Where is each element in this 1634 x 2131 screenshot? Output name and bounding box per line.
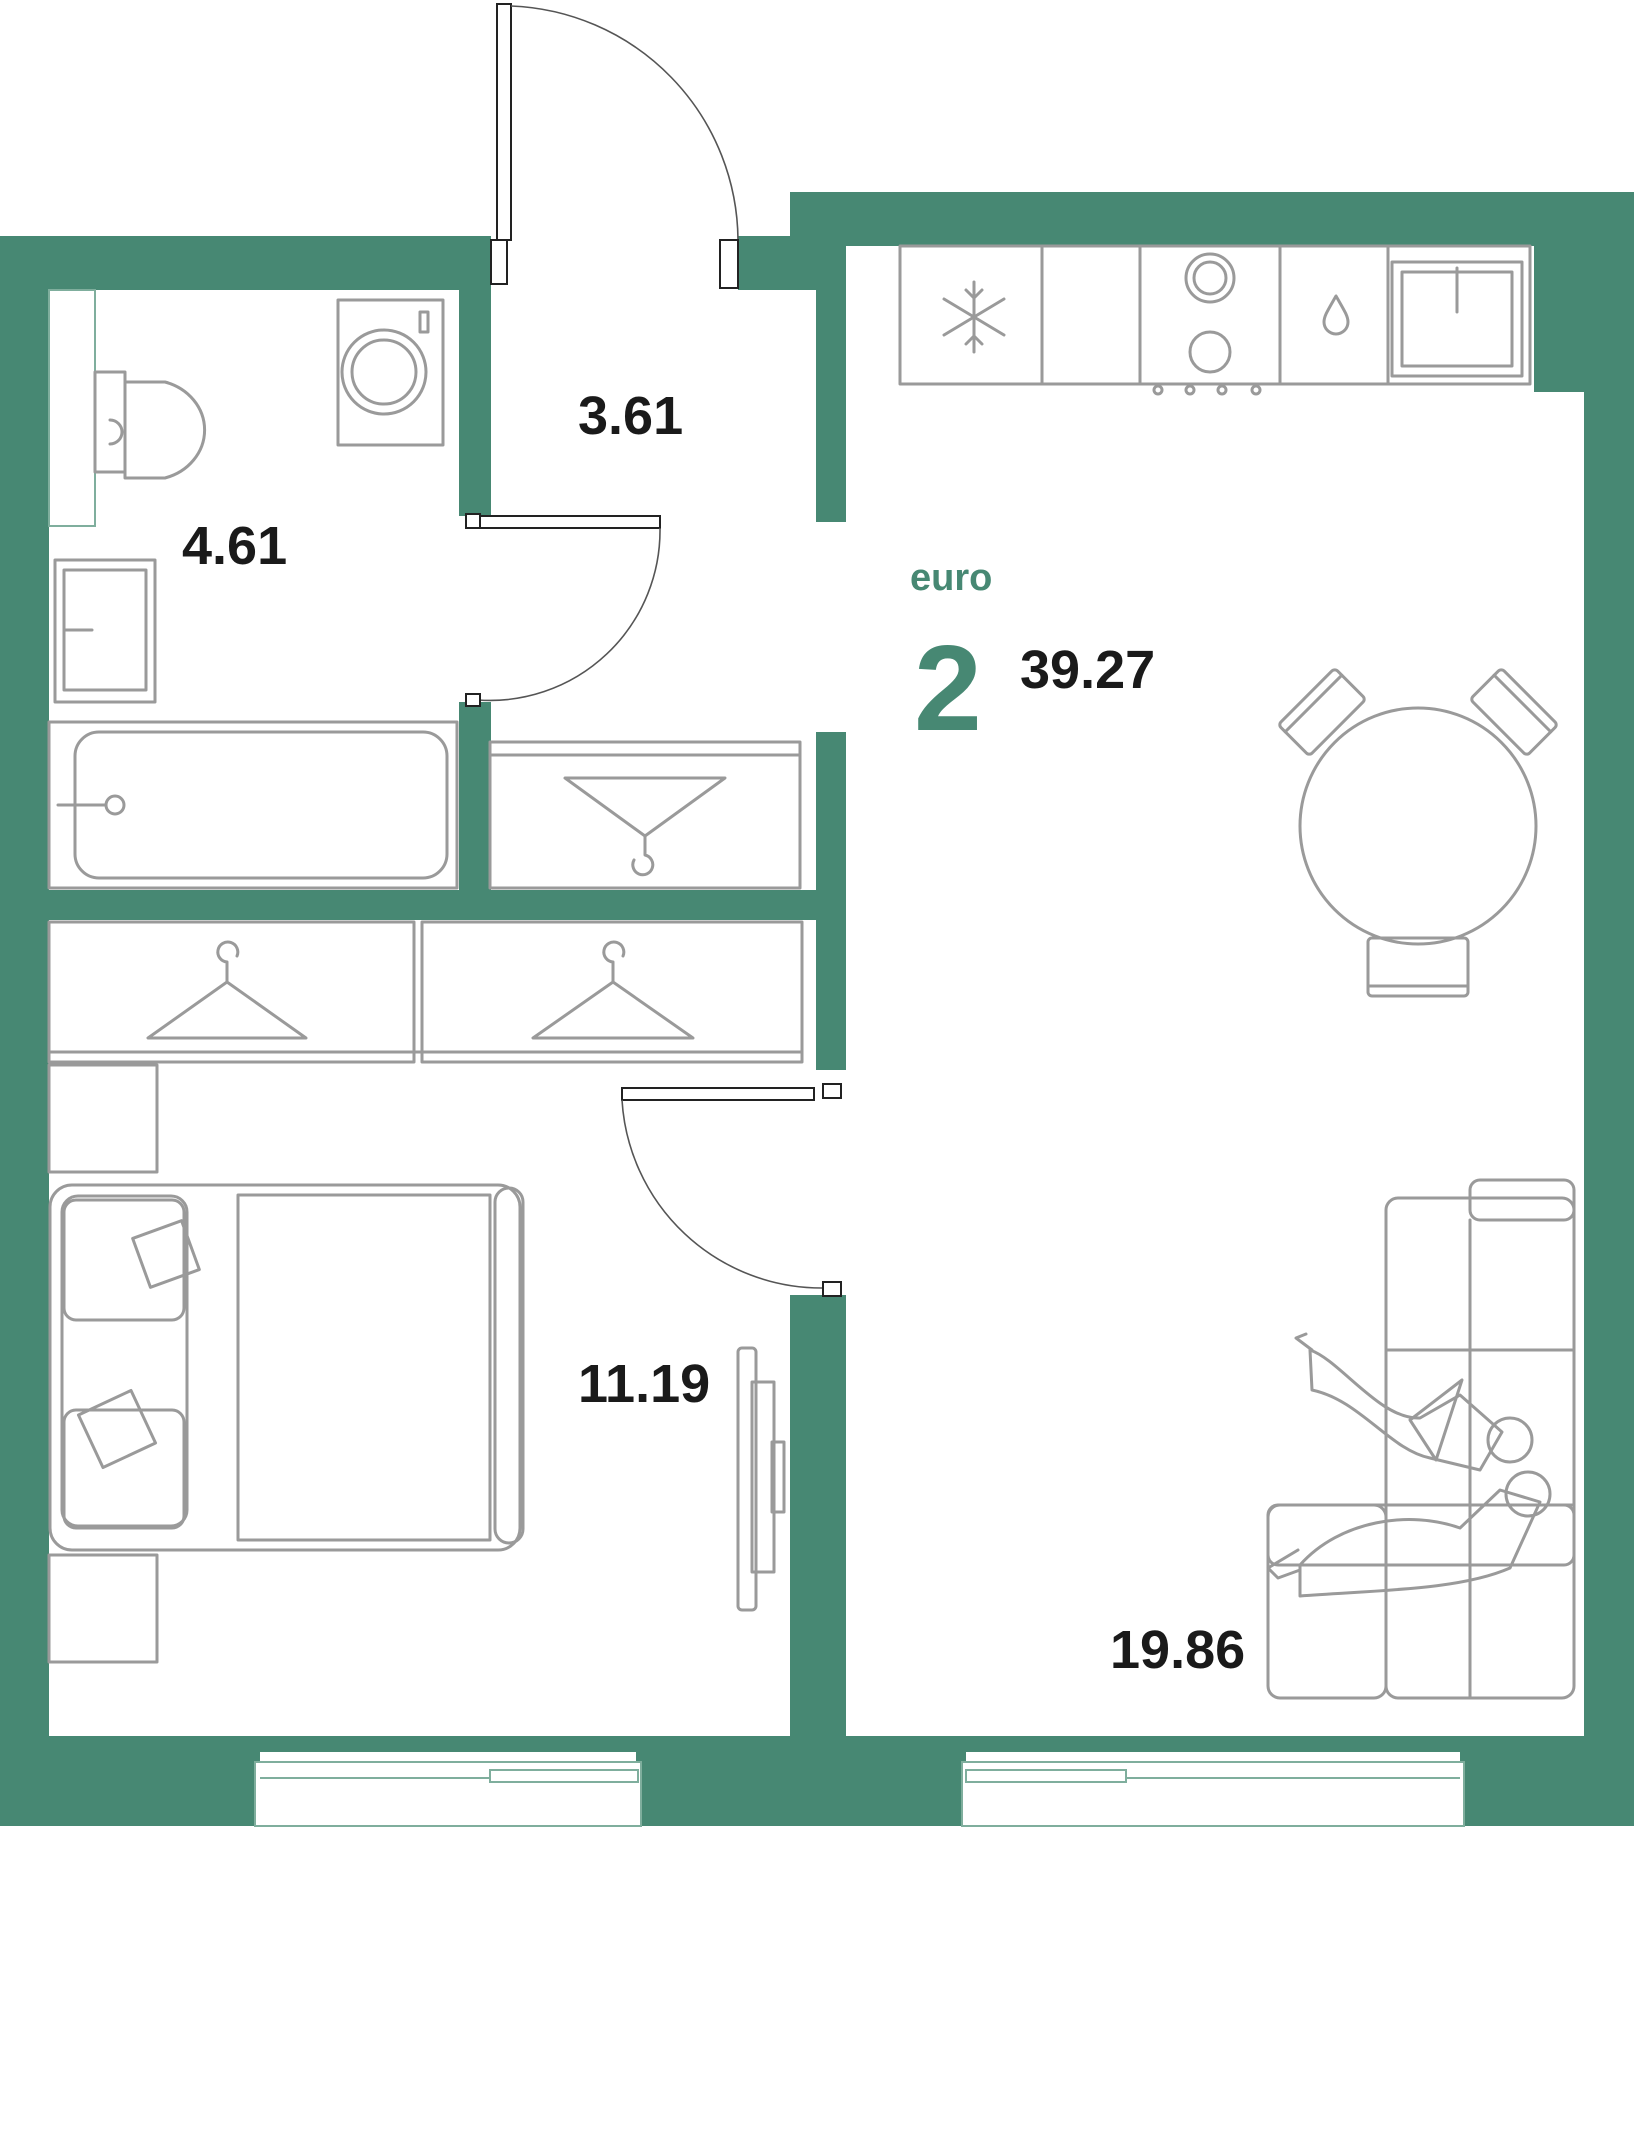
bathroom-furniture <box>47 298 459 890</box>
bedroom-wardrobe <box>47 920 804 1064</box>
hall-area-label: 3.61 <box>578 386 683 446</box>
bathtub-icon <box>47 720 459 890</box>
hanger-icon <box>146 940 308 1040</box>
dining-table-icon <box>1278 668 1558 998</box>
sofa-icon <box>1266 1178 1576 1700</box>
kitchen-counter <box>898 244 1532 396</box>
snowflake-icon <box>942 280 1006 354</box>
water-drop-icon <box>1322 294 1350 336</box>
sink <box>53 558 157 704</box>
walls <box>0 192 1634 1826</box>
stove <box>1152 252 1262 396</box>
bedroom-area-label: 11.19 <box>578 1354 710 1414</box>
total-area-label: 39.27 <box>1020 640 1155 700</box>
bed-icon <box>47 1063 525 1664</box>
apartment-type-label: euro <box>910 557 992 599</box>
hall-wardrobe <box>488 740 802 890</box>
hanger-icon <box>531 940 695 1040</box>
people-illustration <box>1266 1332 1552 1598</box>
hanger-icon <box>563 776 727 877</box>
living-area-label: 19.86 <box>1110 1620 1245 1680</box>
doors <box>465 3 842 1297</box>
kitchen-sink <box>1390 260 1524 378</box>
washing-machine-icon <box>336 298 445 447</box>
room-count-label: 2 <box>914 620 982 756</box>
room-labels: 3.61 4.61 11.19 19.86 euro 2 39.27 <box>182 386 1245 1680</box>
bathroom-area-label: 4.61 <box>182 516 287 576</box>
windows <box>48 289 1465 1827</box>
toilet-icon <box>93 370 207 480</box>
tv-icon <box>736 1346 786 1612</box>
